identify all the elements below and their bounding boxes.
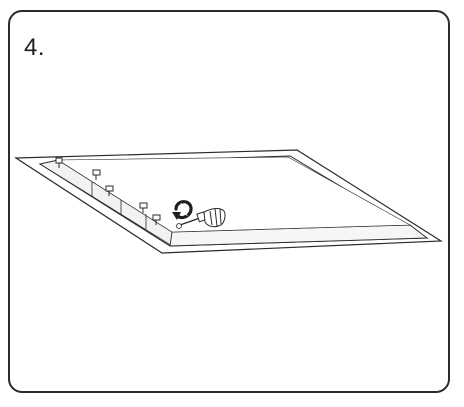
rotate-clockwise-icon	[172, 200, 193, 220]
mounting-clip	[152, 214, 161, 225]
mounting-clip	[105, 185, 114, 196]
screw-head	[176, 223, 182, 229]
panel-surface	[56, 156, 412, 233]
mounting-clip	[92, 169, 101, 180]
screwdriver-icon	[179, 208, 226, 228]
step-number: 4.	[24, 34, 46, 61]
mounting-clip	[139, 202, 148, 213]
mounting-clip	[55, 157, 63, 168]
